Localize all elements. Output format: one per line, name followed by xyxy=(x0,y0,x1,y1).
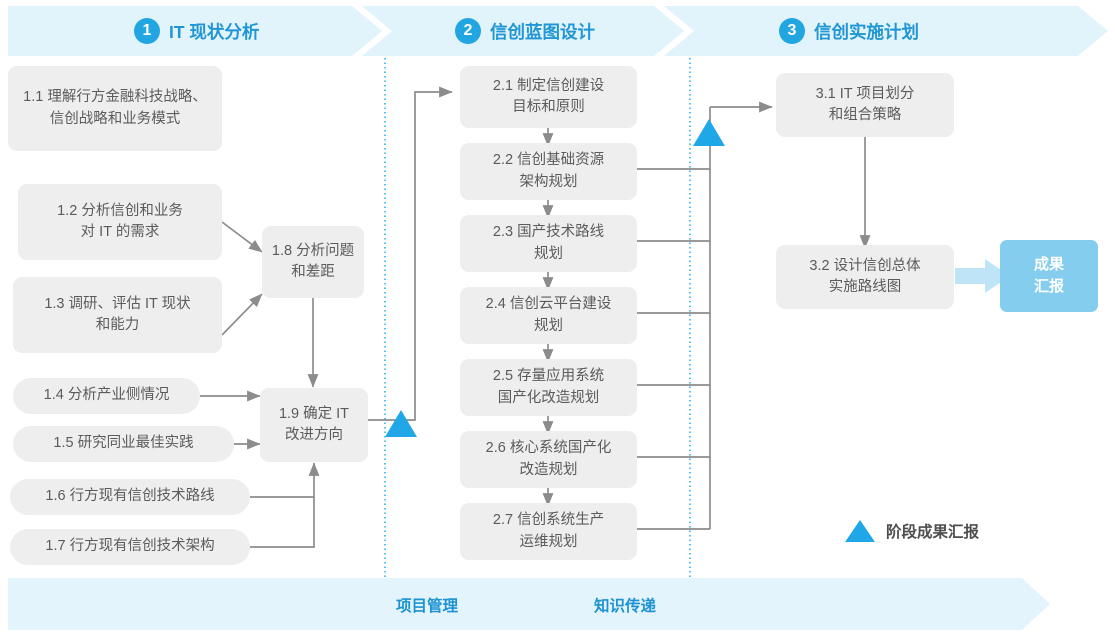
triangle-icon xyxy=(845,520,875,542)
phase-label-3[interactable]: 3 信创实施计划 xyxy=(779,18,919,44)
node-2-3[interactable]: 2.3 国产技术路线 规划 xyxy=(460,215,637,272)
link-1-9-to-2-1 xyxy=(368,86,453,421)
header-chevron-1 xyxy=(352,6,392,56)
phase-title-1: IT 现状分析 xyxy=(169,21,260,42)
footer-band xyxy=(8,578,1050,630)
node-2-7[interactable]: 2.7 信创系统生产 运维规划 xyxy=(460,503,637,560)
phase-number-3: 3 xyxy=(779,18,805,44)
legend-milestone: 阶段成果汇报 xyxy=(845,520,979,542)
phase-number-1: 1 xyxy=(134,18,160,44)
node-1-6[interactable]: 1.6 行方现有信创技术路线 xyxy=(10,479,250,515)
header-band xyxy=(8,6,1108,56)
link-1-3-to-1-8 xyxy=(221,293,263,336)
link-3-2-to-result xyxy=(955,259,1010,293)
node-2-5[interactable]: 2.5 存量应用系统 国产化改造规划 xyxy=(460,359,637,416)
node-2-1[interactable]: 2.1 制定信创建设 目标和原则 xyxy=(460,66,637,128)
node-result-report[interactable]: 成果 汇报 xyxy=(1000,240,1098,312)
milestone-triangle-1 xyxy=(385,410,417,437)
node-1-7[interactable]: 1.7 行方现有信创技术架构 xyxy=(10,529,250,565)
node-1-5[interactable]: 1.5 研究同业最佳实践 xyxy=(13,426,234,462)
node-1-1[interactable]: 1.1 理解行方金融科技战略、 信创战略和业务模式 xyxy=(8,66,222,151)
legend-label: 阶段成果汇报 xyxy=(886,524,980,541)
link-1-7-to-1-9 xyxy=(250,497,315,548)
footer-label-knowledge-transfer[interactable]: 知识传递 xyxy=(594,598,657,615)
milestone-triangle-2 xyxy=(693,119,725,146)
node-2-4[interactable]: 2.4 信创云平台建设 规划 xyxy=(460,287,637,344)
node-2-6[interactable]: 2.6 核心系统国产化 改造规划 xyxy=(460,431,637,488)
phase-title-2: 信创蓝图设计 xyxy=(490,21,595,42)
node-1-3[interactable]: 1.3 调研、评估 IT 现状 和能力 xyxy=(13,277,222,353)
node-3-1[interactable]: 3.1 IT 项目划分 和组合策略 xyxy=(776,73,954,137)
node-2-2[interactable]: 2.2 信创基础资源 架构规划 xyxy=(460,143,637,200)
link-1-6-to-1-9 xyxy=(250,462,320,498)
node-1-4[interactable]: 1.4 分析产业侧情况 xyxy=(13,378,200,414)
phase-label-2[interactable]: 2 信创蓝图设计 xyxy=(455,18,595,44)
node-1-2[interactable]: 1.2 分析信创和业务 对 IT 的需求 xyxy=(18,184,222,260)
node-1-9[interactable]: 1.9 确定 IT 改进方向 xyxy=(260,388,368,462)
footer-label-project-management[interactable]: 项目管理 xyxy=(396,598,459,615)
node-1-8[interactable]: 1.8 分析问题 和差距 xyxy=(262,226,364,298)
phase-title-3: 信创实施计划 xyxy=(814,21,919,42)
phase-label-1[interactable]: 1 IT 现状分析 xyxy=(134,18,259,44)
header-chevron-2 xyxy=(654,6,694,56)
phase-number-2: 2 xyxy=(455,18,481,44)
link-1-2-to-1-8 xyxy=(221,221,263,253)
node-3-2[interactable]: 3.2 设计信创总体 实施路线图 xyxy=(776,245,954,309)
